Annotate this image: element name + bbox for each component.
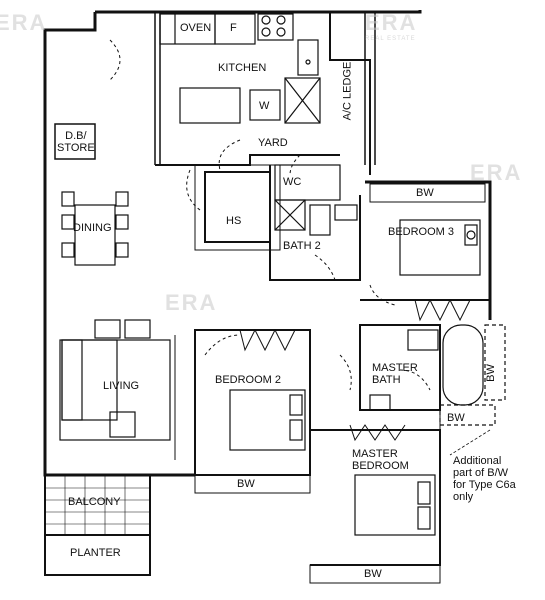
bedroom2-bed bbox=[229, 389, 306, 451]
wc-box bbox=[274, 164, 341, 201]
era-watermark: ERA bbox=[470, 160, 523, 185]
era-watermark: ERA bbox=[165, 290, 218, 315]
bw-label: BW bbox=[416, 187, 434, 199]
bedroom3-label: BEDROOM 3 bbox=[388, 226, 455, 238]
era-watermark: ERA bbox=[0, 10, 48, 35]
outer-wall-kitchen bbox=[155, 11, 371, 175]
kitchen-label: KITCHEN bbox=[218, 62, 267, 74]
db-store-box bbox=[54, 123, 96, 160]
master-bath-bw-bottom bbox=[439, 404, 496, 426]
counter bbox=[179, 87, 241, 124]
bedroom2-bw bbox=[194, 474, 311, 494]
bw-label: BW bbox=[484, 364, 497, 382]
wc-label: WC bbox=[283, 176, 302, 188]
type-c6a-note: Additional part of B/W for Type C6a only bbox=[453, 455, 516, 503]
living-label: LIVING bbox=[103, 380, 140, 392]
db-store-label: D.B/ STORE bbox=[57, 130, 95, 154]
master-bath-label: MASTER BATH bbox=[372, 362, 418, 386]
bedroom3-bed bbox=[399, 219, 481, 276]
dining-label: DINING bbox=[73, 222, 112, 234]
planter bbox=[44, 534, 151, 576]
yard-box bbox=[284, 77, 321, 124]
planter-label: PLANTER bbox=[70, 547, 121, 559]
yard-label: YARD bbox=[258, 137, 288, 149]
bath2-label: BATH 2 bbox=[283, 240, 321, 252]
bw-label: BW bbox=[447, 412, 465, 424]
master-bath-bw-right bbox=[484, 324, 506, 401]
master-bed bbox=[354, 474, 436, 536]
sink bbox=[297, 39, 319, 76]
ac-ledge-label: A/C LEDGE bbox=[341, 61, 354, 121]
master-bedroom-label: MASTER BEDROOM bbox=[352, 448, 409, 472]
bw-label: BW bbox=[237, 478, 255, 490]
bedroom2-label: BEDROOM 2 bbox=[215, 374, 282, 386]
master-bw bbox=[309, 564, 441, 584]
bathtub bbox=[442, 324, 484, 406]
hs-box bbox=[204, 171, 271, 243]
balcony-label: BALCONY bbox=[68, 496, 121, 508]
bw-label: BW bbox=[364, 568, 382, 580]
fridge-box bbox=[214, 13, 256, 45]
hs-label: HS bbox=[226, 215, 242, 227]
bedroom3-bw bbox=[369, 183, 486, 203]
oven-label: OVEN bbox=[180, 22, 212, 34]
dining-table bbox=[74, 204, 116, 266]
washer-box bbox=[249, 89, 281, 121]
washer-label: W bbox=[259, 100, 270, 112]
living-rug bbox=[59, 339, 171, 441]
stove bbox=[257, 13, 294, 41]
ac-ledge-wall bbox=[330, 11, 376, 165]
fridge-label: F bbox=[230, 22, 237, 34]
